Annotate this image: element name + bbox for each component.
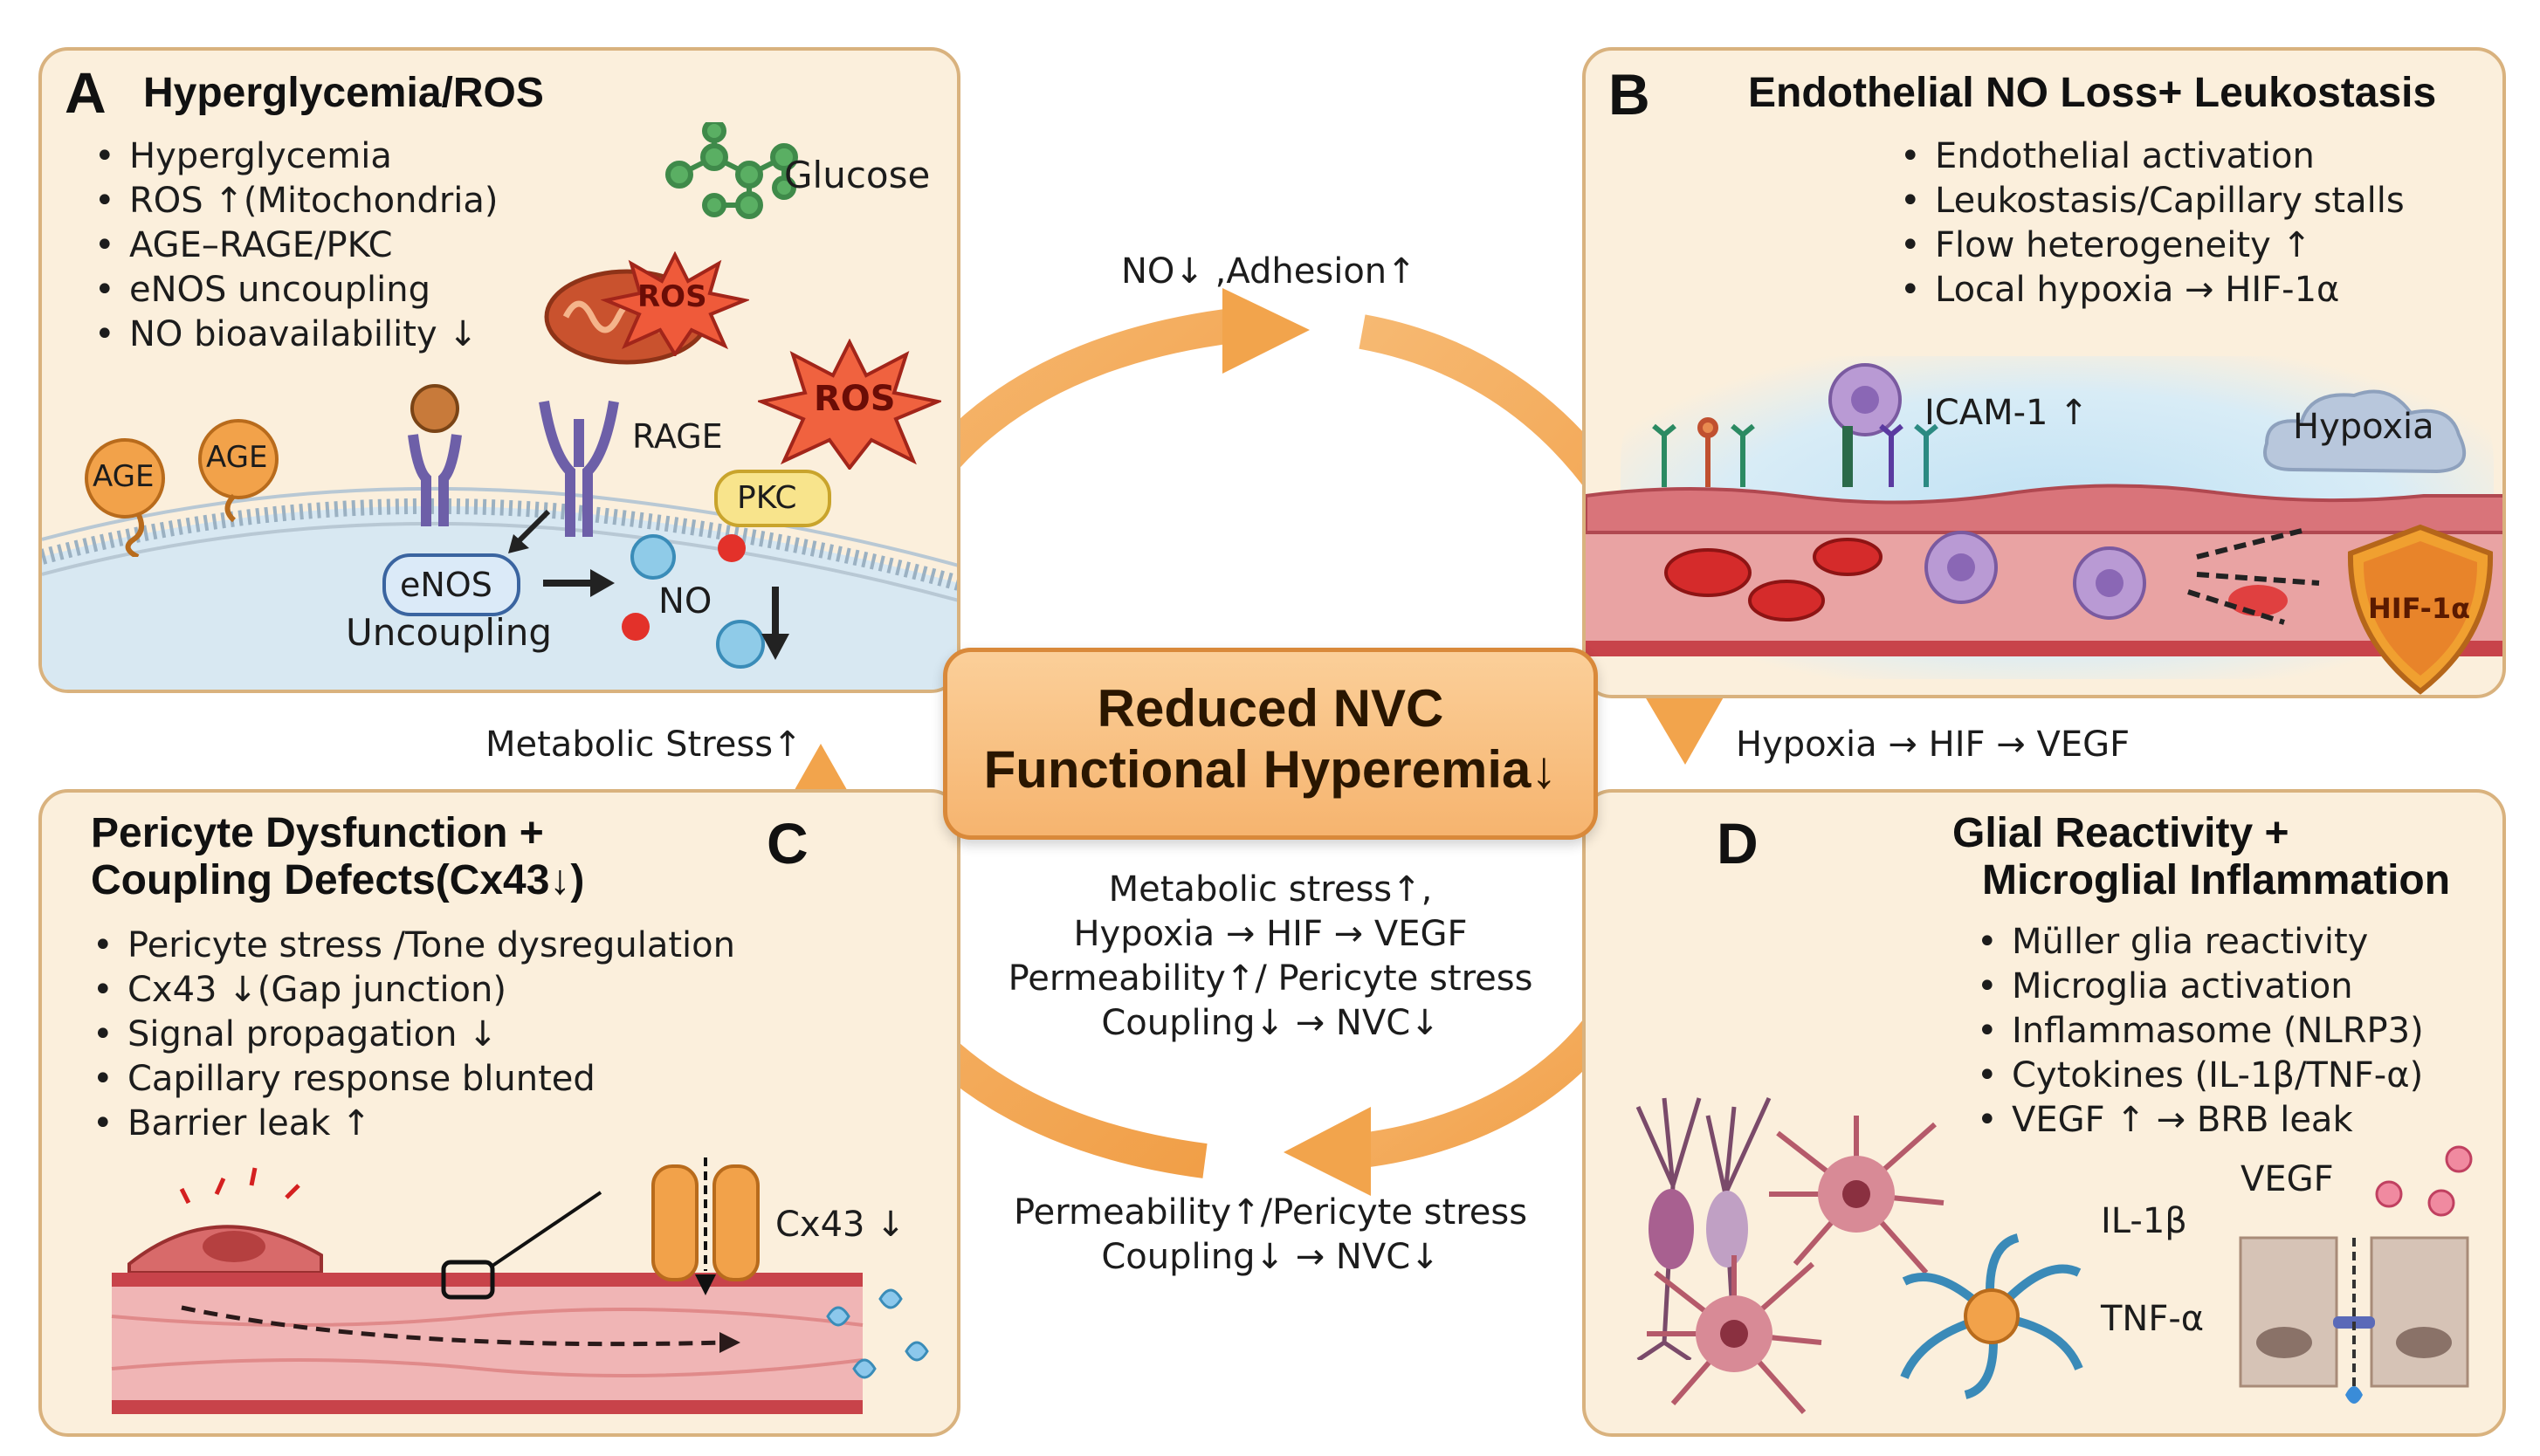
panel-title: Endothelial NO Loss+ Leukostasis: [1748, 70, 2437, 116]
panel-letter: D: [1717, 811, 1759, 876]
central-outcome-box: Reduced NVC Functional Hyperemia↓: [943, 648, 1598, 840]
pkc-pill: PKC: [714, 470, 831, 527]
glucose-molecule-icon: [665, 122, 798, 219]
muller-glia-icon: [1635, 1096, 1772, 1360]
panel-c: Pericyte Dysfunction + Coupling Defects(…: [38, 789, 960, 1437]
hif-shield-icon: [2347, 524, 2494, 695]
glucose-label: Glucose: [784, 154, 931, 196]
microglia-inflammasome-icon: [1900, 1233, 2083, 1399]
flow-label-inner: Metabolic stress↑, Hypoxia → HIF → VEGF …: [943, 868, 1598, 1046]
flow-label-right: Hypoxia → HIF → VEGF: [1736, 725, 2130, 765]
vegf-label: VEGF: [2241, 1159, 2334, 1199]
panel-letter: C: [767, 811, 809, 876]
ros-label: ROS: [637, 279, 707, 314]
bullet-list: Müller glia reactivity Microglia activat…: [1970, 920, 2424, 1143]
bullet-item: ROS ↑(Mitochondria): [87, 179, 499, 223]
astrocyte-icon: [1647, 1255, 1822, 1414]
center-subtitle: Functional Hyperemia↓: [983, 740, 1558, 799]
flow-label-top: NO↓ ,Adhesion↑: [1121, 251, 1416, 292]
panel-d: D Glial Reactivity + Microglial Inflamma…: [1582, 789, 2506, 1437]
bullet-item: Flow heterogeneity ↑: [1893, 223, 2405, 268]
bullet-item: Leukostasis/Capillary stalls: [1893, 179, 2405, 223]
age-molecule-icon: [198, 419, 279, 523]
arrow-icon: [508, 509, 551, 553]
panel-letter: B: [1608, 62, 1650, 127]
bullet-item: Pericyte stress /Tone dysregulation: [86, 924, 735, 968]
bullet-item: AGE–RAGE/PKC: [87, 223, 499, 268]
bullet-item: Müller glia reactivity: [1970, 920, 2424, 965]
panel-b: B Endothelial NO Loss+ Leukostasis Endot…: [1582, 47, 2506, 698]
barrier-leak-icon: [2239, 1236, 2469, 1404]
bullet-item: VEGF ↑ → BRB leak: [1970, 1098, 2424, 1143]
panel-a: A Hyperglycemia/ROS Hyperglycemia ROS ↑(…: [38, 47, 960, 693]
bullet-item: Microglia activation: [1970, 965, 2424, 1009]
panel-title: Glial Reactivity +: [1952, 810, 2289, 856]
cx43-label: Cx43 ↓: [775, 1205, 905, 1245]
age-label: AGE: [206, 440, 268, 475]
center-title: Reduced NVC: [1097, 679, 1444, 738]
arrow-icon: [543, 569, 615, 597]
down-arrow-icon: [761, 587, 789, 660]
no-molecules-icon: [622, 534, 765, 669]
hif-label: HIF-1α: [2368, 592, 2471, 625]
bullet-list: Pericyte stress /Tone dysregulation Cx43…: [86, 924, 735, 1146]
astrocyte-icon: [1769, 1116, 1945, 1274]
tnfa-label: TNF-α: [2101, 1299, 2205, 1339]
enos-label: eNOS: [400, 566, 492, 604]
pkc-label: PKC: [737, 480, 797, 516]
bullet-item: Capillary response blunted: [86, 1057, 735, 1102]
bullet-item: Endothelial activation: [1893, 134, 2405, 179]
bullet-item: Cx43 ↓(Gap junction): [86, 968, 735, 1013]
receptor-icon: [408, 384, 462, 526]
gap-junction-icon: [651, 1157, 760, 1295]
blood-vessel: [1586, 484, 2502, 656]
rage-label: RAGE: [632, 417, 723, 456]
rage-receptor-icon: [539, 401, 619, 537]
flow-line: Coupling↓ → NVC↓: [1101, 1003, 1440, 1043]
arrowhead-bottom: [1284, 1107, 1371, 1196]
vegf-molecules-icon: [2375, 1145, 2473, 1217]
flow-label-bottom: Permeability↑/Pericyte stress Coupling↓ …: [943, 1191, 1598, 1280]
bullet-item: Signal propagation ↓: [86, 1013, 735, 1057]
bullet-item: Local hypoxia → HIF-1α: [1893, 268, 2405, 312]
bullet-item: Cytokines (IL-1β/TNF-α): [1970, 1054, 2424, 1098]
bullet-list: Endothelial activation Leukostasis/Capil…: [1893, 134, 2405, 312]
panel-title: Hyperglycemia/ROS: [143, 70, 544, 116]
ros-burst-icon: [758, 339, 941, 470]
bullet-item: NO bioavailability ↓: [87, 312, 499, 357]
age-label: AGE: [93, 459, 155, 494]
il1b-label: IL-1β: [2101, 1201, 2187, 1241]
arrowhead-top: [1222, 288, 1310, 374]
flow-line: Permeability↑/ Pericyte stress: [1008, 958, 1533, 999]
arrowhead-right: [1640, 688, 1729, 765]
bullet-item: Hyperglycemia: [87, 134, 499, 179]
flow-label-left: Metabolic Stress↑: [485, 725, 802, 765]
panel-letter: A: [65, 60, 107, 125]
bullet-item: eNOS uncoupling: [87, 268, 499, 312]
uncoupling-label: Uncoupling: [346, 611, 553, 654]
flow-line: Hypoxia → HIF → VEGF: [1073, 914, 1468, 954]
ros-label: ROS: [814, 379, 896, 419]
panel-title: Coupling Defects(Cx43↓): [91, 857, 585, 903]
hypoxia-label: Hypoxia: [2293, 407, 2434, 447]
adhesion-molecules-icon: [1652, 417, 1938, 487]
panel-title: Pericyte Dysfunction +: [91, 810, 544, 856]
bullet-item: Inflammasome (NLRP3): [1970, 1009, 2424, 1054]
enos-pill: eNOS: [382, 553, 520, 616]
flow-line: Coupling↓ → NVC↓: [1101, 1237, 1440, 1277]
ros-burst-icon: [601, 251, 749, 356]
capillary-vessel: [111, 1167, 929, 1414]
age-molecule-icon: [85, 438, 165, 557]
no-label: NO: [658, 581, 712, 622]
flow-line: Permeability↑/Pericyte stress: [1013, 1192, 1528, 1233]
hypoxia-cloud-icon: [2263, 389, 2467, 474]
icam-label: ICAM-1 ↑: [1924, 393, 2089, 433]
leukocyte-icon: [1828, 363, 1902, 436]
bullet-item: Barrier leak ↑: [86, 1102, 735, 1146]
panel-title: Microglial Inflammation: [1982, 857, 2451, 903]
flow-line: Metabolic stress↑,: [1108, 869, 1433, 910]
bullet-list: Hyperglycemia ROS ↑(Mitochondria) AGE–RA…: [87, 134, 499, 357]
